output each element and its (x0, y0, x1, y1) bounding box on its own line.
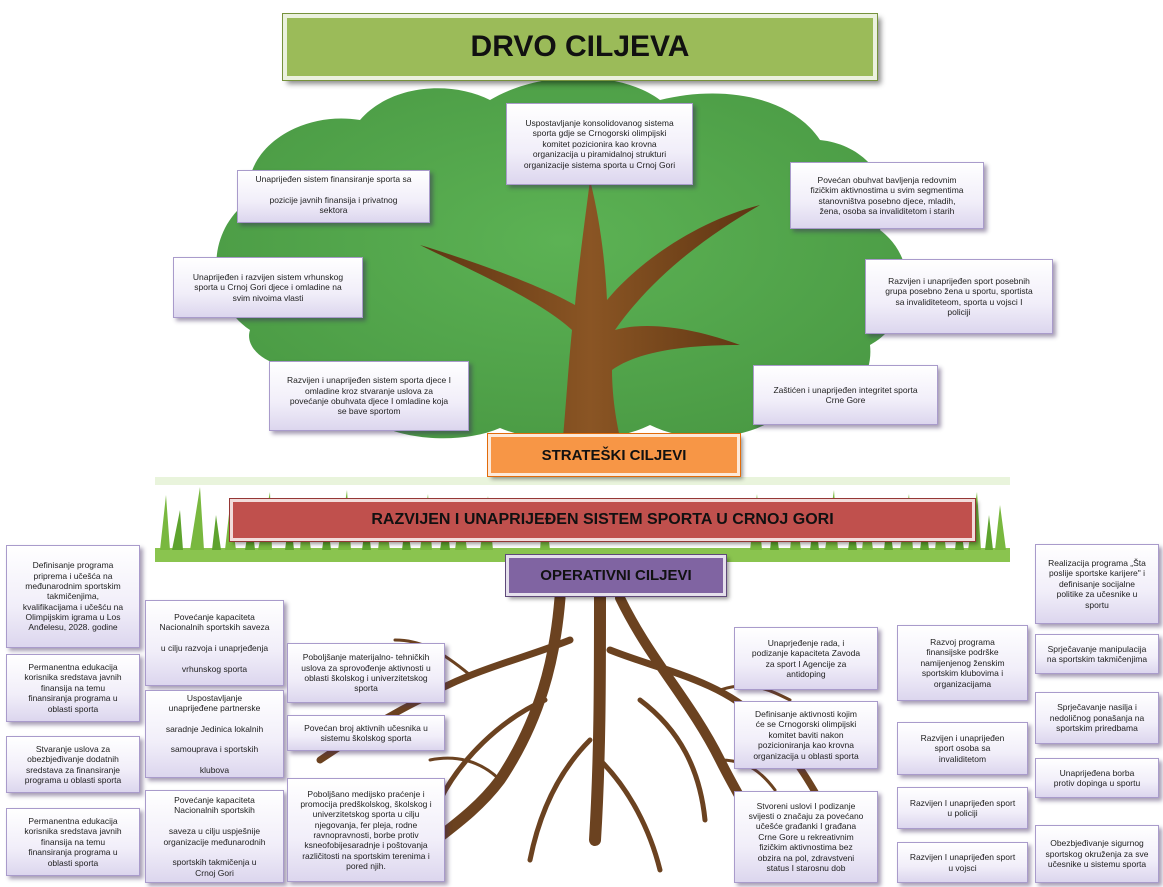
strategic-goal-box: Povećan obuhvat bavljenja redovnim fizič… (790, 162, 984, 229)
strategic-goal-box: Zaštićen i unaprijeđen integritet sporta… (753, 365, 938, 425)
operational-goal-box: Unaprjeđenje rada, i podizanje kapacitet… (734, 627, 878, 690)
operational-goal-box: Permanentna edukacija korisnika sredstav… (6, 808, 140, 876)
operational-goal-box: Povećanje kapaciteta Nacionalnih sportsk… (145, 790, 284, 883)
tree-trunk (420, 180, 760, 470)
strategic-goal-box: Razvijen i unaprijeđen sistem sporta dje… (269, 361, 469, 431)
operational-goal-box: Poboljšano medijsko praćenje i promocija… (287, 778, 445, 882)
operational-goal-box: Stvaranje uslova za obezbjeđivanje dodat… (6, 736, 140, 793)
strategic-goal-box: Uspostavljanje konsolidovanog sistema sp… (506, 103, 693, 185)
operational-goal-box: Permanentna edukacija korisnika sredstav… (6, 654, 140, 722)
operational-goal-box: Realizacija programa „Šta poslije sports… (1035, 544, 1159, 624)
operational-goal-box: Definisanje aktivnosti kojim će se Crnog… (734, 701, 878, 769)
operational-goal-box: Povećanje kapaciteta Nacionalnih sportsk… (145, 600, 284, 686)
operational-goal-box: Sprječavanje manipulacija na sportskim t… (1035, 634, 1159, 674)
strategic-goal-box: Razvijen i unaprijeđen sport posebnih gr… (865, 259, 1053, 334)
operational-goal-box: Uspostavljanje unaprijeđene partnerske s… (145, 690, 284, 778)
tree-foliage (216, 77, 908, 441)
strategic-goals-label: STRATEŠKI CILJEVI (487, 433, 741, 477)
page-title: DRVO CILJEVA (282, 13, 878, 81)
operational-goal-box: Definisanje programa priprema i učešća n… (6, 545, 140, 648)
operational-goal-box: Povećan broj aktivnih učesnika u sistemu… (287, 715, 445, 751)
strategic-goal-box: Unaprijeđen i razvijen sistem vrhunskog … (173, 257, 363, 318)
main-goal-banner: RAZVIJEN I UNAPRIJEĐEN SISTEM SPORTA U C… (229, 498, 976, 542)
operational-goal-box: Razvoj programa finansijske podrške nami… (897, 625, 1028, 701)
operational-goal-box: Sprječavanje nasilja i nedoličnog ponaša… (1035, 692, 1159, 744)
operational-goal-box: Poboljšanje materijalno- tehničkih uslov… (287, 643, 445, 703)
operational-goal-box: Obezbjeđivanje sigurnog sportskog okruže… (1035, 825, 1159, 883)
operational-goal-box: Razvijen I unaprijeđen sport u vojsci (897, 842, 1028, 883)
operational-goal-box: Razvijen I unaprijeđen sport u policiji (897, 787, 1028, 829)
operational-goal-box: Unaprijeđena borba protiv dopinga u spor… (1035, 758, 1159, 798)
operational-goal-box: Stvoreni uslovi I podizanje svijesti o z… (734, 791, 878, 883)
strategic-goal-box: Unaprijeđen sistem finansiranje sporta s… (237, 170, 430, 223)
operational-goals-label: OPERATIVNI CILJEVI (505, 554, 727, 597)
operational-goal-box: Razvijen i unaprijeđen sport osoba sa in… (897, 722, 1028, 775)
